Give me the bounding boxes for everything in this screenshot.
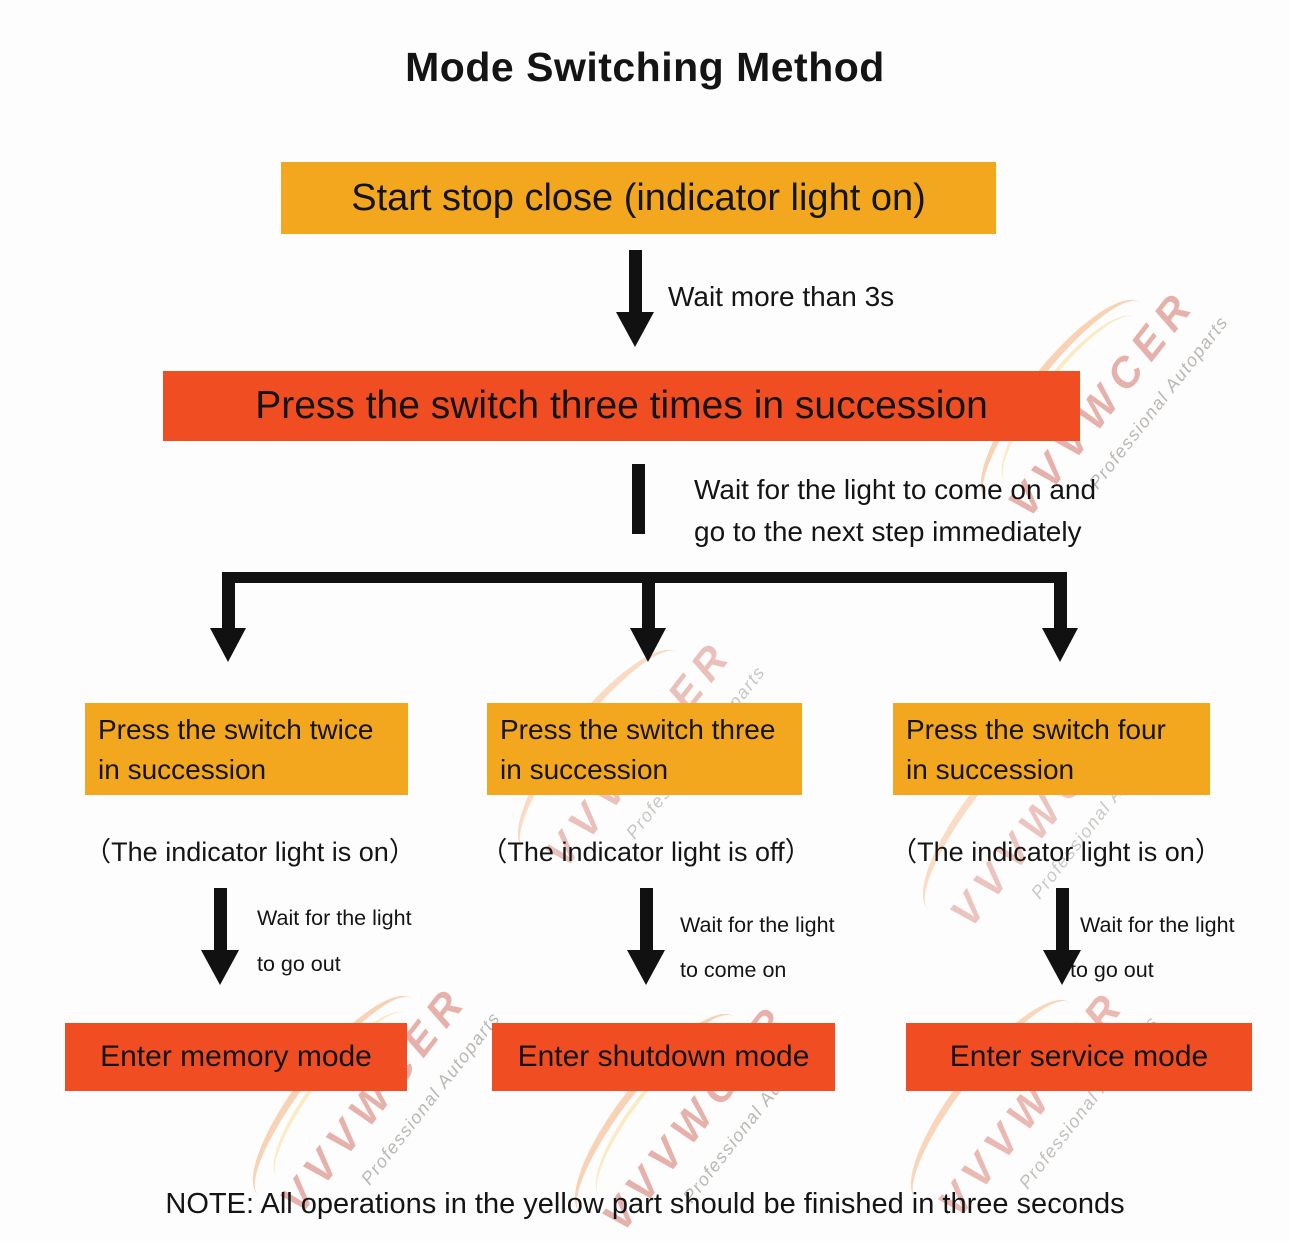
arrow-down-icon [626,888,666,985]
start-stop-close-box: Start stop close (indicator light on) [281,162,996,234]
press-switch-three-times-label: Press the switch three times in successi… [255,384,988,427]
enter-service-mode-box: Enter service mode [906,1023,1252,1091]
watermark-tagline-text: Professional Autoparts [1085,311,1233,493]
press-switch-three-box: Press the switch three in succession [487,703,802,795]
connector-line [632,464,645,534]
enter-memory-mode-box: Enter memory mode [65,1023,407,1091]
enter-shutdown-mode-label: Enter shutdown mode [517,1040,810,1073]
watermark-brand-text: VVVWCER [270,975,478,1222]
wait-for-light-label: Wait for the light to go out [1070,913,1235,982]
swoosh-icon [886,979,1101,1224]
arrow-down-icon [200,888,240,985]
wait-for-light-label: Wait for the light to go out [257,906,412,976]
arrow-down-icon [1042,888,1082,985]
indicator-status-label: （The indicator light is off） [480,837,812,867]
wait-for-light-next-step-label: Wait for the light to come on and go to … [694,474,1097,547]
indicator-status-label: （The indicator light is on） [84,837,416,867]
wait-more-than-3s-label: Wait more than 3s [668,281,895,312]
arrow-down-icon [208,582,248,662]
note-text: NOTE: All operations in the yellow part … [165,1188,1125,1220]
arrow-down-icon [1040,582,1080,662]
enter-service-mode-label: Enter service mode [949,1040,1209,1073]
branch-bar [222,572,1067,583]
swoosh-icon [228,975,443,1220]
indicator-status-label: （The indicator light is on） [890,837,1222,867]
wait-for-light-label: Wait for the light to come on [680,913,835,982]
press-switch-twice-box: Press the switch twice in succession [85,703,408,795]
page-title: Mode Switching Method [405,44,885,90]
enter-memory-mode-label: Enter memory mode [100,1040,372,1073]
arrow-down-icon [628,582,668,662]
press-switch-three-times-box: Press the switch three times in successi… [163,371,1080,441]
enter-shutdown-mode-box: Enter shutdown mode [492,1023,835,1091]
press-switch-four-box: Press the switch four in succession [893,703,1210,795]
arrow-down-icon [615,250,655,347]
start-stop-close-label: Start stop close (indicator light on) [351,176,926,219]
